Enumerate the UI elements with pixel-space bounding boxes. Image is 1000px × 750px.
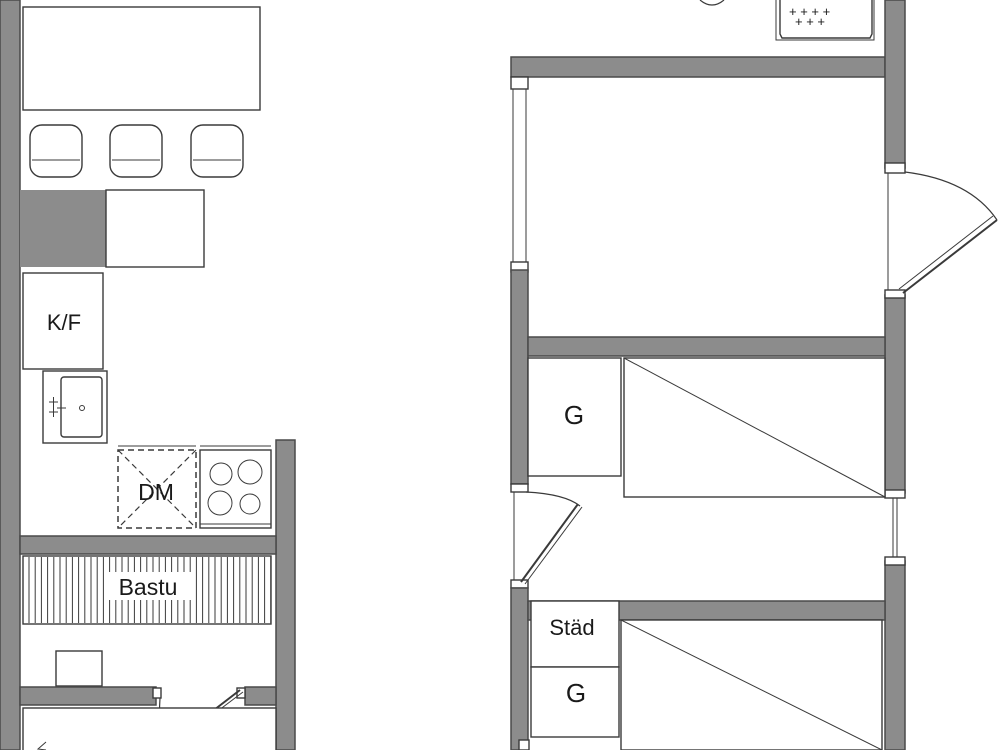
dishwasher — [117, 445, 197, 529]
svg-text:+ + +: + + + — [795, 14, 825, 29]
wardrobe-1-label: G — [564, 400, 584, 430]
bathroom-fixture — [22, 707, 277, 750]
dining-chairs — [29, 124, 244, 178]
right-wall-lower — [884, 560, 906, 750]
kitchen-sink — [42, 370, 108, 444]
bed-2 — [620, 619, 883, 750]
sauna-top-wall — [19, 535, 277, 555]
fridge-freezer — [22, 272, 104, 370]
chair — [29, 124, 83, 178]
top-wall — [510, 56, 886, 78]
bedroom-door — [520, 491, 583, 585]
right-wing: + + + + + + + — [510, 0, 998, 750]
bedroom-1-top-wall — [527, 336, 886, 357]
fridge-freezer-label: K/F — [47, 310, 81, 335]
window-jamb — [884, 489, 906, 499]
kitchen-wall-block — [20, 190, 106, 267]
kitchen-counter — [105, 189, 205, 268]
cleaning-closet-label: Städ — [549, 615, 594, 640]
left-outer-wall — [0, 0, 21, 750]
bed-1 — [623, 357, 886, 498]
right-wall-middle — [884, 294, 906, 494]
wardrobe-1 — [527, 357, 622, 477]
round-fixture — [699, 0, 725, 6]
dining-table — [22, 6, 261, 111]
sauna-label: Bastu — [119, 574, 178, 600]
sauna-stove — [55, 650, 103, 687]
right-wall-top — [884, 0, 906, 169]
sauna-label-bg — [105, 572, 191, 600]
door-jamb — [884, 162, 906, 174]
sauna-benches — [22, 555, 272, 625]
stove — [199, 445, 272, 529]
window-jamb — [884, 556, 906, 566]
left-interior-wall-lower — [510, 587, 529, 750]
door-jamb — [152, 687, 162, 699]
dishwasher-label: DM — [138, 479, 174, 505]
cleaning-closet — [530, 600, 620, 668]
chair — [109, 124, 163, 178]
bathroom-wall-left — [19, 686, 157, 706]
door-jamb — [884, 289, 906, 299]
door-jamb — [518, 739, 530, 750]
chair — [190, 124, 244, 178]
wardrobe-2-label: G — [566, 678, 586, 708]
window-jamb — [510, 76, 529, 90]
left-wing: K/F DM — [0, 0, 296, 750]
wood-stove: + + + + + + + — [775, 0, 875, 41]
bathroom-wall-right — [244, 686, 277, 706]
wardrobe-2 — [530, 666, 620, 738]
left-interior-wall-upper — [510, 269, 529, 485]
svg-text:+ + + +: + + + + — [789, 4, 830, 19]
interior-wall-vertical — [275, 439, 296, 750]
door-jamb — [510, 483, 529, 493]
entrance-door — [898, 171, 998, 294]
